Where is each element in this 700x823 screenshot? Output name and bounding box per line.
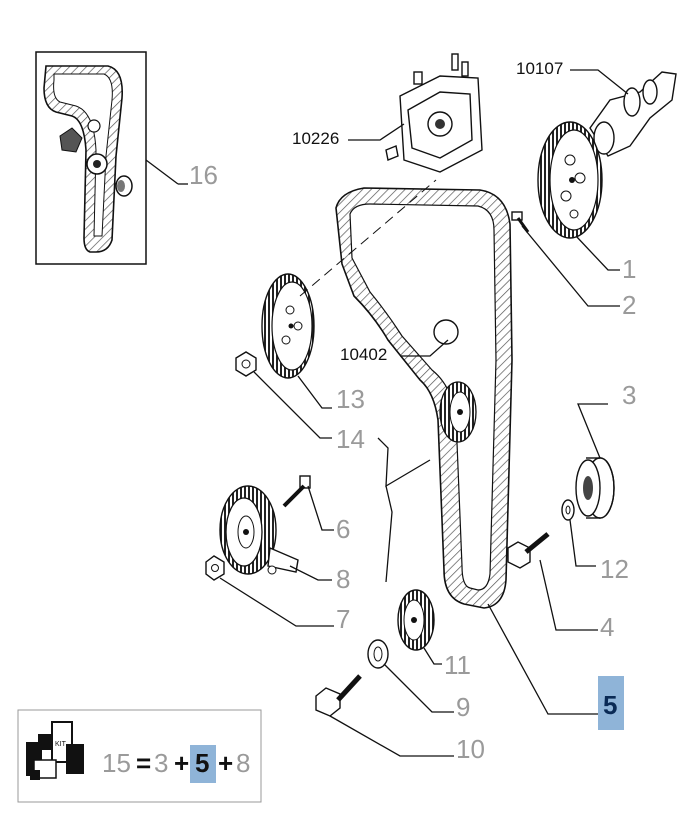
callout-11: 11 [444,650,471,680]
washer-12 [561,499,575,521]
kit-part-c: 8 [236,748,250,778]
callout-16: 16 [189,160,218,190]
crankshaft-gear [397,589,435,651]
inset-detail-view [35,51,188,265]
injection-pump [385,53,483,173]
code-camshaft: 10107 [516,59,563,78]
callout-8: 8 [336,564,350,594]
kit-plus-2: + [218,748,233,778]
bolt-10 [315,674,362,717]
washer-9 [367,639,389,669]
callout-5-highlight [598,676,624,730]
kit-parts-icon: KIT [26,721,84,780]
code-timing-belt: 10402 [340,345,387,364]
belt-idler-pulley [439,381,477,443]
callout-7: 7 [336,604,350,634]
kit-plus-1: + [174,748,189,778]
camshaft-gear [537,121,603,239]
timing-belt [335,187,513,609]
kit-total: 15 [102,748,131,778]
kit-part-b-highlight [190,745,216,783]
idler-roller-3 [575,457,615,519]
callout-4: 4 [600,612,614,642]
nut-7 [205,555,225,581]
callout-5: 5 [603,690,617,720]
code-injection-pump: 10226 [292,129,339,148]
bolt-6 [282,475,311,508]
svg-text:KIT: KIT [55,741,67,748]
callout-12: 12 [600,554,629,584]
camshaft [589,71,677,157]
callout-2: 2 [622,290,636,320]
callout-9: 9 [456,692,470,722]
injection-pump-gear [261,273,315,379]
nut-14 [235,351,257,377]
callout-13: 13 [336,384,365,414]
callout-1: 1 [622,254,636,284]
kit-equals: = [136,748,151,778]
callout-14: 14 [336,424,365,454]
kit-legend: KIT 15 = 3 + 5 + 8 [17,709,262,803]
callout-6: 6 [336,514,350,544]
kit-part-a: 3 [154,748,168,778]
tensioner-pulley [219,485,299,575]
bolt-2 [511,211,530,233]
kit-part-b: 5 [195,748,209,778]
callout-3: 3 [622,380,636,410]
bolt-4 [507,532,550,569]
callout-10: 10 [456,734,485,764]
